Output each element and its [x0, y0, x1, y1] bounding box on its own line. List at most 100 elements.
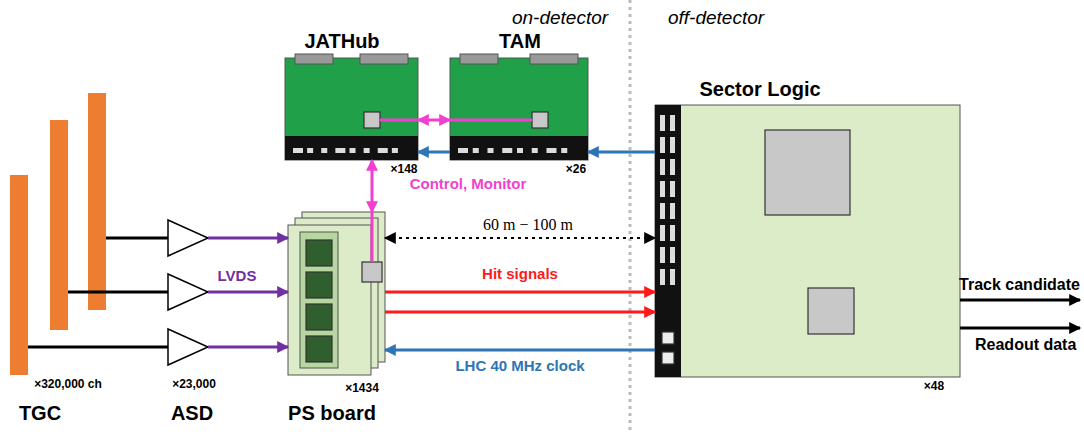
component: Sector Logic×48 — [655, 105, 960, 377]
control-wire — [371, 212, 374, 262]
component-count: ×1434 — [345, 382, 379, 395]
chip — [765, 130, 850, 215]
port — [670, 225, 675, 241]
port — [660, 115, 665, 131]
port — [517, 148, 523, 153]
chip — [364, 112, 380, 128]
annotation: off-detector — [668, 8, 764, 29]
port — [660, 203, 665, 219]
port — [670, 181, 675, 197]
component: ASD×23,000 — [168, 218, 208, 366]
component: TGC×320,000 ch — [8, 90, 106, 380]
port — [670, 203, 675, 219]
board — [285, 58, 418, 160]
component-count: ×320,000 ch — [34, 378, 102, 391]
chip — [532, 112, 548, 128]
signal-label: 60 m − 100 m — [481, 216, 575, 234]
component: JATHub×148 — [285, 58, 418, 160]
connector — [295, 54, 333, 64]
component-count: ×148 — [390, 163, 417, 176]
chip — [306, 336, 332, 362]
asd-amplifier — [168, 329, 208, 365]
signal-label: LHC 40 MHz clock — [453, 358, 586, 375]
signal-connector — [208, 237, 288, 240]
tgc-chamber — [88, 93, 106, 310]
control-wire — [450, 119, 532, 122]
signal-connector — [385, 311, 655, 314]
chip — [808, 288, 854, 334]
port — [660, 225, 665, 241]
sl-board — [655, 105, 960, 377]
front-panel — [450, 136, 588, 160]
component: PS board×1434 — [288, 212, 385, 378]
signal-connector — [106, 237, 168, 240]
annotation: on-detector — [512, 8, 608, 29]
component-name: Sector Logic — [699, 78, 820, 100]
signal-connector — [208, 346, 288, 349]
connector — [360, 54, 408, 64]
tgc-chamber — [50, 120, 68, 330]
port — [670, 247, 675, 263]
chip — [306, 240, 332, 266]
asd-amplifier — [168, 274, 208, 310]
port — [378, 148, 388, 153]
port — [321, 148, 327, 153]
component: TAM×26 — [450, 58, 588, 160]
port — [488, 148, 494, 153]
port — [660, 269, 665, 285]
front-panel — [285, 136, 418, 160]
chip — [662, 332, 674, 344]
signal-label: Hit signals — [480, 266, 560, 283]
connector — [530, 54, 578, 64]
component-count: ×23,000 — [172, 378, 216, 391]
signal-connector — [588, 151, 655, 154]
annotation: Track candidate — [959, 276, 1080, 294]
signal-connector — [385, 291, 655, 294]
chip — [362, 262, 382, 282]
connector — [460, 54, 498, 64]
asd-amplifier — [168, 220, 208, 256]
separator-line — [629, 0, 632, 434]
signal-connector — [385, 349, 655, 352]
mezzanine — [300, 232, 338, 368]
port — [392, 148, 398, 153]
front-panel — [655, 105, 681, 377]
port — [660, 181, 665, 197]
annotation: Readout data — [975, 336, 1076, 354]
component-name: JATHub — [304, 30, 379, 52]
port — [458, 148, 468, 153]
port — [335, 148, 345, 153]
signal-connector — [418, 151, 450, 154]
signal-wire — [28, 346, 106, 349]
control-wire — [380, 119, 418, 122]
component-name: PS board — [288, 402, 376, 424]
board — [450, 58, 588, 160]
port — [364, 148, 370, 153]
port — [670, 137, 675, 153]
component-name: TGC — [19, 402, 61, 424]
signal-connector — [106, 291, 168, 294]
port — [660, 137, 665, 153]
tgc-chamber — [10, 175, 28, 375]
signal-label: Control, Monitor — [408, 176, 529, 193]
component-count: ×26 — [566, 163, 586, 176]
signal-label: LVDS — [216, 268, 259, 285]
port — [532, 148, 538, 153]
component-count: ×48 — [924, 380, 944, 393]
signal-connector — [208, 291, 288, 294]
port — [670, 115, 675, 131]
component-name: TAM — [499, 30, 541, 52]
signal-connector — [371, 160, 374, 212]
port — [547, 148, 557, 153]
port — [670, 269, 675, 285]
chip — [662, 352, 674, 364]
signal-connector — [418, 119, 450, 122]
signal-wire — [68, 291, 106, 294]
port — [350, 148, 356, 153]
port — [660, 247, 665, 263]
port — [473, 148, 479, 153]
port — [660, 159, 665, 175]
port — [307, 148, 313, 153]
ps-board — [288, 225, 371, 375]
port — [502, 148, 512, 153]
